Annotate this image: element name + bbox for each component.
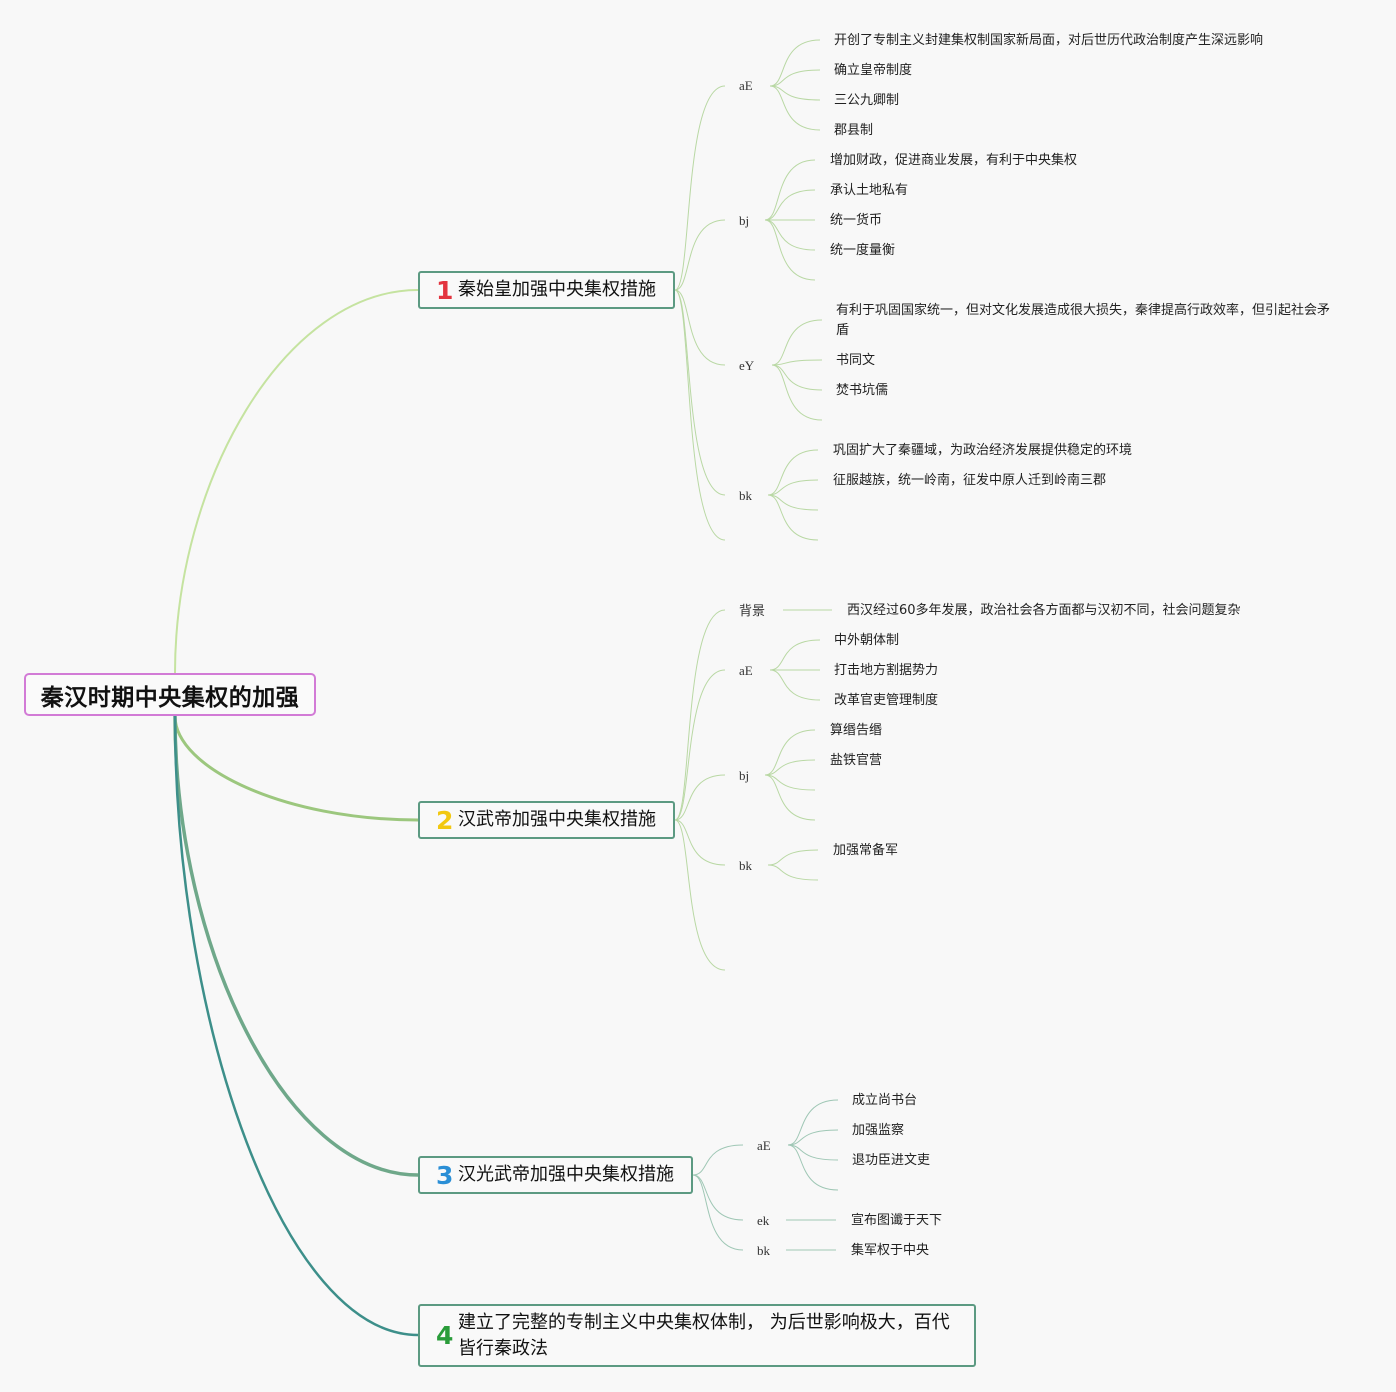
edge-root-branch-4 xyxy=(173,715,419,1337)
list-item[interactable]: 中外朝体制 xyxy=(834,633,900,648)
edge-b3-g0-leaf-1 xyxy=(787,1129,839,1146)
list-item[interactable]: 集军权于中央 xyxy=(851,1243,930,1258)
edge-b1-g1-leaf-0 xyxy=(764,159,816,221)
list-item[interactable]: 打击地方割据势力 xyxy=(834,663,939,678)
edge-b2-group-1 xyxy=(674,669,726,821)
list-item[interactable]: 成立尚书台 xyxy=(852,1093,918,1108)
list-item[interactable]: 书同文 xyxy=(836,353,876,368)
edge-b1-g0-leaf-0 xyxy=(769,39,821,87)
edge-b2-g2-leaf-0 xyxy=(767,849,819,866)
edge-b1-g3-leaf-2 xyxy=(767,494,819,511)
list-item[interactable]: 承认土地私有 xyxy=(830,183,909,198)
number-3-icon: 3 xyxy=(436,1160,454,1190)
list-item[interactable]: 算缗告缗 xyxy=(830,723,883,738)
edge-b1-g0-leaf-2 xyxy=(769,85,821,101)
branch-3-group-bk[interactable]: bk xyxy=(757,1243,770,1258)
edge-root-branch-2 xyxy=(173,715,419,822)
edge-b2-group-2 xyxy=(674,774,726,821)
branch-2-title: 汉武帝加强中央集权措施 xyxy=(458,809,656,830)
list-item[interactable]: 焚书坑儒 xyxy=(836,383,889,398)
list-item[interactable]: 统一货币 xyxy=(830,213,883,228)
edge-b2-group-4 xyxy=(674,819,726,971)
edge-b1-g3-leaf-1 xyxy=(767,479,819,496)
edge-b1-group-3 xyxy=(674,289,726,496)
edge-b2-group-3 xyxy=(674,819,726,866)
branch-1-group-bj[interactable]: bj xyxy=(739,213,750,228)
list-item[interactable]: 确立皇帝制度 xyxy=(834,63,913,78)
branch-3-group-ae[interactable]: aE xyxy=(757,1138,771,1153)
branch-4-title: 建立了完整的专制主义中央集权体制， 为后世影响极大，百代皆行秦政法 xyxy=(458,1311,950,1359)
branch-1-title: 秦始皇加强中央集权措施 xyxy=(458,279,656,300)
edge-b3-g0-leaf-3 xyxy=(787,1144,839,1191)
edge-b2-g1-leaf-1 xyxy=(764,759,816,776)
edge-b1-g0-leaf-1 xyxy=(769,69,821,87)
edge-b1-g3-leaf-3 xyxy=(767,494,819,541)
list-item[interactable]: 三公九卿制 xyxy=(834,93,900,108)
list-item[interactable]: 开创了专制主义封建集权制国家新局面，对后世历代政治制度产生深远影响 xyxy=(834,33,1264,48)
edge-b2-g1-leaf-0 xyxy=(764,729,816,776)
list-item[interactable]: 征服越族，统一岭南，征发中原人迁到岭南三郡 xyxy=(833,473,1107,488)
branch-1-group-ey[interactable]: eY xyxy=(739,358,755,373)
edge-b3-g0-leaf-2 xyxy=(787,1144,839,1161)
list-item[interactable]: 西汉经过60多年发展，政治社会各方面都与汉初不同，社会问题复杂 xyxy=(847,603,1241,618)
list-item[interactable]: 有利于巩固国家统一，但对文化发展造成很大损失，秦律提高行政效率，但引起社会矛盾 xyxy=(836,303,1331,338)
list-item[interactable]: 增加财政，促进商业发展，有利于中央集权 xyxy=(830,153,1078,168)
branch-4-topic[interactable]: 4 建立了完整的专制主义中央集权体制， 为后世影响极大，百代皆行秦政法 xyxy=(418,1304,976,1367)
list-item[interactable]: 盐铁官营 xyxy=(830,753,883,768)
edge-b3-group-0 xyxy=(692,1144,744,1176)
branch-2-group-background[interactable]: 背景 xyxy=(739,603,766,618)
branch-1-topic[interactable]: 1 秦始皇加强中央集权措施 xyxy=(418,271,675,309)
list-item[interactable]: 加强常备军 xyxy=(833,843,899,858)
branch-1-group-bk[interactable]: bk xyxy=(739,488,752,503)
edge-b3-group-2 xyxy=(692,1174,744,1251)
number-2-icon: 2 xyxy=(436,805,454,835)
list-item[interactable]: 退功臣进文吏 xyxy=(852,1153,931,1168)
branch-2-group-bk[interactable]: bk xyxy=(739,858,752,873)
edge-b1-g0-leaf-3 xyxy=(769,85,821,131)
edge-b2-g1-leaf-3 xyxy=(764,774,816,821)
edge-b1-g1-leaf-3 xyxy=(764,219,816,251)
edge-b1-g2-leaf-0 xyxy=(771,319,823,366)
edge-root-branch-3 xyxy=(173,715,419,1177)
branch-3-topic[interactable]: 3 汉光武帝加强中央集权措施 xyxy=(418,1156,693,1194)
edge-b1-g2-leaf-2 xyxy=(771,364,823,391)
edge-b2-g0-leaf-2 xyxy=(769,669,821,701)
edge-b3-group-1 xyxy=(692,1174,744,1221)
branch-1-group-ae[interactable]: aE xyxy=(739,78,753,93)
branch-2-group-ae[interactable]: aE xyxy=(739,663,753,678)
list-item[interactable]: 加强监察 xyxy=(852,1123,905,1138)
list-item[interactable]: 巩固扩大了秦疆域，为政治经济发展提供稳定的环境 xyxy=(833,443,1133,458)
number-1-icon: 1 xyxy=(436,275,454,305)
edge-b2-group-0 xyxy=(674,609,726,821)
list-item[interactable]: 宣布图谶于天下 xyxy=(851,1213,943,1228)
edge-b2-g0-leaf-0 xyxy=(769,639,821,671)
edge-b1-g1-leaf-1 xyxy=(764,189,816,221)
edge-b1-group-4 xyxy=(674,289,726,541)
edge-b2-g1-leaf-2 xyxy=(764,774,816,791)
branch-2-group-bj[interactable]: bj xyxy=(739,768,750,783)
edge-b1-g3-leaf-0 xyxy=(767,449,819,496)
branch-2-topic[interactable]: 2 汉武帝加强中央集权措施 xyxy=(418,801,675,839)
edge-b1-group-2 xyxy=(674,289,726,366)
list-item[interactable]: 郡县制 xyxy=(834,123,874,138)
edge-b2-g2-leaf-1 xyxy=(767,864,819,881)
edge-b1-group-0 xyxy=(674,85,726,291)
list-item[interactable]: 统一度量衡 xyxy=(830,243,896,258)
number-4-icon: 4 xyxy=(436,1321,454,1350)
edge-b1-g2-leaf-3 xyxy=(771,364,823,421)
edge-b1-g2-leaf-1 xyxy=(771,359,823,366)
edge-b1-g1-leaf-4 xyxy=(764,219,816,281)
edge-root-branch-1 xyxy=(174,289,419,674)
edge-b1-group-1 xyxy=(674,219,726,291)
list-item[interactable]: 改革官吏管理制度 xyxy=(834,693,939,708)
branch-3-title: 汉光武帝加强中央集权措施 xyxy=(458,1164,674,1185)
root-title: 秦汉时期中央集权的加强 xyxy=(40,684,300,711)
edge-b3-g0-leaf-0 xyxy=(787,1099,839,1146)
branch-3-group-ek[interactable]: ek xyxy=(757,1213,770,1228)
root-topic[interactable]: 秦汉时期中央集权的加强 xyxy=(24,673,316,716)
